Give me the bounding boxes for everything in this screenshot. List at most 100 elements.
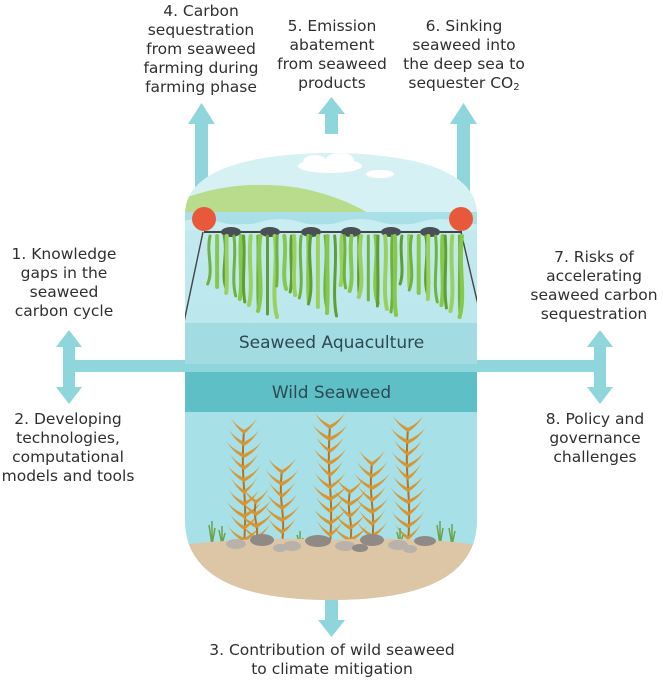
kelp-leaf xyxy=(316,459,330,477)
seaweed-blade xyxy=(389,234,394,314)
kelp-leaf xyxy=(265,468,282,486)
label-3: 3. Contribution of wild seaweed to clima… xyxy=(209,641,455,678)
kelp-leaf xyxy=(390,486,408,504)
wild-kelp xyxy=(208,411,456,546)
kelp-leaf xyxy=(282,468,299,486)
kelp-leaf xyxy=(230,476,244,494)
kelp-leaf xyxy=(357,484,372,502)
kelp-leaf xyxy=(267,456,282,474)
kelp-leaf xyxy=(268,480,282,498)
seaweed-blade xyxy=(448,234,455,313)
kelp-leaf xyxy=(227,464,244,482)
seaweed-blade xyxy=(457,234,465,319)
label-8: 8. Policy and governance challenges xyxy=(545,410,645,466)
kelp-leaf xyxy=(408,510,425,528)
kelp-leaf xyxy=(244,440,262,458)
kelp-leaf xyxy=(350,488,367,506)
kelp-leaf xyxy=(334,512,350,530)
kelp-leaf xyxy=(282,480,296,498)
seaweed-blade xyxy=(398,234,404,286)
rock xyxy=(273,544,287,552)
kelp-leaf xyxy=(391,450,408,468)
kelp-leaf xyxy=(256,486,270,504)
arrow-down-3 xyxy=(318,598,345,637)
kelp-leaf xyxy=(313,507,330,525)
kelp-leaf xyxy=(266,492,282,510)
hill xyxy=(185,184,370,214)
kelp-leaf xyxy=(244,524,261,542)
buoy-right xyxy=(449,207,473,231)
kelp-leaf xyxy=(358,508,372,526)
kelp-leaf xyxy=(330,507,347,525)
seaweed-blade xyxy=(206,234,212,286)
kelp-leaf xyxy=(264,504,282,522)
kelp-leaf xyxy=(282,504,300,522)
kelp-stalk xyxy=(405,427,411,546)
kelp-leaf xyxy=(356,520,372,538)
kelp-leaf xyxy=(372,508,386,526)
kelp-leaf xyxy=(330,435,345,453)
label-5: 5. Emission abatement from seaweed produ… xyxy=(277,17,387,92)
rock xyxy=(283,541,301,551)
rocks xyxy=(226,534,436,553)
kelp-leaf xyxy=(330,411,346,429)
label-6: 6. Sinking seaweed into the deep sea to … xyxy=(403,17,525,93)
kelp-leaf xyxy=(244,500,262,518)
seaweed-blade xyxy=(291,234,298,297)
seaweed-blade xyxy=(325,234,330,315)
seaweed-blade xyxy=(256,234,263,313)
band-aquaculture-label: Seaweed Aquaculture xyxy=(238,333,425,353)
kelp-leaf xyxy=(350,524,368,542)
kelp-leaf xyxy=(267,516,282,534)
kelp-leaf xyxy=(330,519,344,537)
kelp-leaf xyxy=(244,476,258,494)
kelp-leaf xyxy=(333,488,350,506)
rock xyxy=(335,541,355,551)
kelp-leaf xyxy=(393,498,408,516)
kelp-leaf xyxy=(390,426,408,444)
kelp-leaf xyxy=(244,512,259,530)
kelp-leaf xyxy=(314,471,330,489)
kelp-leaf xyxy=(330,459,344,477)
mooring-line-right xyxy=(460,231,477,323)
kelp-leaf xyxy=(226,440,244,458)
rock xyxy=(388,540,408,550)
kelp-leaf xyxy=(350,476,365,494)
seaweed-blade xyxy=(297,234,303,300)
seaweed-blade xyxy=(425,234,431,301)
seaweed-blade xyxy=(306,234,313,306)
seaweed-blade xyxy=(242,234,247,304)
kelp-leaf xyxy=(408,414,424,432)
rock xyxy=(250,534,274,546)
kelp-leaf xyxy=(393,438,408,456)
kelp-leaf xyxy=(408,474,424,492)
seaweed-blade xyxy=(232,234,238,298)
band-wild-label: Wild Seaweed xyxy=(271,383,392,403)
band-aquaculture xyxy=(185,323,477,364)
seaweed-blade xyxy=(275,234,279,288)
kelp-leaf xyxy=(229,452,244,470)
rock xyxy=(305,535,331,547)
kelp-leaf xyxy=(355,496,372,514)
kelp-leaf xyxy=(330,471,346,489)
kelp-leaf xyxy=(372,496,389,514)
seaweed-blade xyxy=(347,234,354,293)
kelp-leaf xyxy=(392,474,408,492)
rock xyxy=(403,545,417,553)
kelp-leaf xyxy=(408,462,422,480)
kelp-leaf xyxy=(244,428,260,446)
rock xyxy=(352,544,368,552)
rock xyxy=(360,534,384,546)
arrow-right-double xyxy=(587,330,613,404)
kelp-leaf xyxy=(282,516,297,534)
seaweed-blade xyxy=(407,234,414,292)
seaweed-blade xyxy=(338,234,344,287)
kelp-leaf xyxy=(330,423,348,441)
kelp-leaf xyxy=(408,486,426,504)
kelp-leaf xyxy=(282,456,297,474)
seaweed-blade xyxy=(382,234,389,311)
arrow-left-double xyxy=(56,330,82,404)
mooring-line-left xyxy=(185,231,204,323)
kelp-leaf xyxy=(244,452,259,470)
seaweed-blade xyxy=(246,234,253,307)
